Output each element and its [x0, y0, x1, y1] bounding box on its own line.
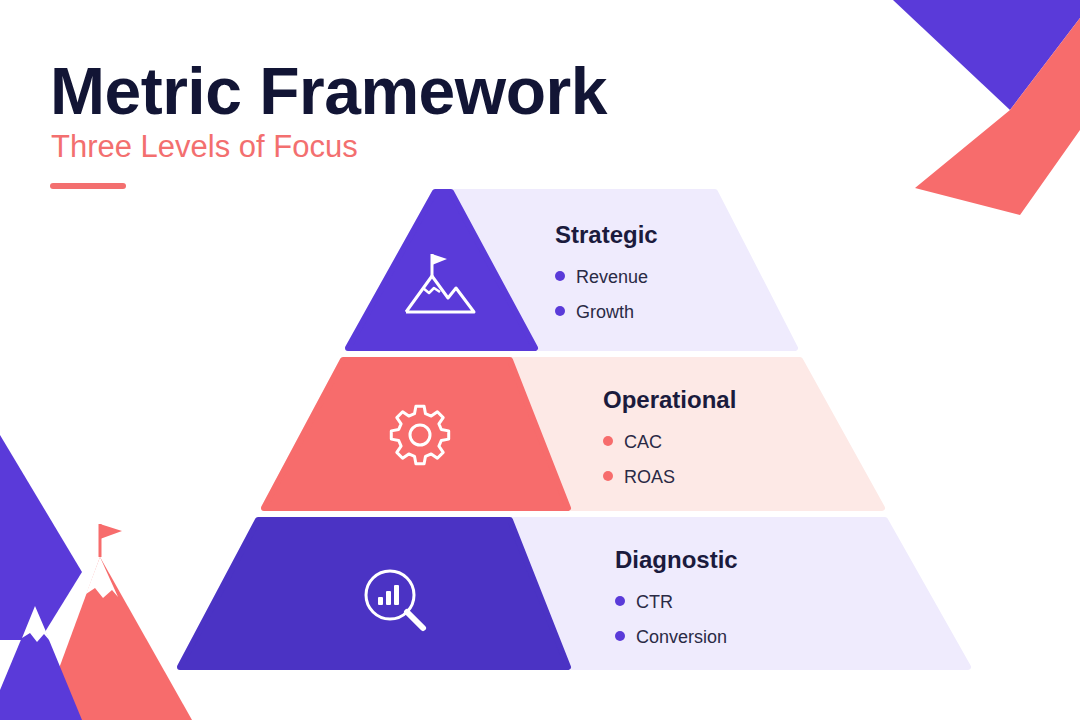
bullet-item: Growth — [555, 295, 658, 330]
metric-name: Growth — [576, 302, 634, 322]
tier-text: DiagnosticCTR Conversion — [615, 545, 738, 655]
corner-shape — [915, 18, 1080, 215]
bullet-dot — [603, 471, 613, 481]
bullet-item: CAC — [603, 425, 736, 460]
bullet-dot — [615, 596, 625, 606]
snow-cap — [86, 557, 118, 598]
corner-shape — [0, 435, 82, 640]
tier-heading: Strategic — [555, 220, 658, 250]
tier-band — [264, 360, 882, 508]
metric-name: ROAS — [624, 467, 675, 487]
tier-outline — [180, 520, 968, 667]
bullet-dot — [615, 631, 625, 641]
tier-text: StrategicRevenueGrowth — [555, 220, 658, 330]
tier-heading: Operational — [603, 385, 736, 415]
magnifier-icon — [407, 612, 423, 628]
mountain-shape — [0, 606, 82, 720]
metric-name: Conversion — [636, 627, 727, 647]
tier-outline — [264, 360, 882, 508]
bullet-item: CTR — [615, 585, 738, 620]
mountain-icon — [423, 288, 440, 293]
chart-bar-icon — [386, 591, 391, 605]
tier-outline — [348, 192, 795, 348]
tier-band — [180, 520, 968, 667]
metric-name: Revenue — [576, 267, 648, 287]
flag-icon — [432, 254, 447, 265]
tier-accent — [348, 192, 535, 348]
tier-band — [348, 192, 795, 348]
tier-text: OperationalCAC ROAS — [603, 385, 736, 495]
pyramid-tier: OperationalCAC ROAS — [264, 360, 882, 508]
bullet-item: Revenue — [555, 260, 658, 295]
metric-name: CAC — [624, 432, 662, 452]
bullet-item: ROAS — [603, 460, 736, 495]
tier-accent — [180, 520, 568, 667]
pyramid-tier: StrategicRevenueGrowth — [348, 192, 795, 348]
bullet-dot — [555, 271, 565, 281]
chart-bar-icon — [378, 597, 383, 605]
snow-cap — [22, 606, 50, 642]
flag — [100, 524, 122, 539]
tier-accent — [264, 360, 568, 508]
metric-name: CTR — [636, 592, 673, 612]
subtitle: Three Levels of Focus — [51, 130, 358, 164]
mountain-icon — [406, 276, 474, 312]
bullet-dot — [555, 306, 565, 316]
pyramid-tier: DiagnosticCTR Conversion — [180, 520, 968, 667]
bullet-item: Conversion — [615, 620, 738, 655]
chart-bar-icon — [394, 585, 399, 605]
gear-icon — [391, 406, 448, 463]
bullet-dot — [603, 436, 613, 446]
diagram-title: Metric Framework — [50, 58, 607, 124]
gear-icon — [410, 425, 430, 445]
accent-rule — [50, 183, 126, 189]
tier-heading: Diagnostic — [615, 545, 738, 575]
